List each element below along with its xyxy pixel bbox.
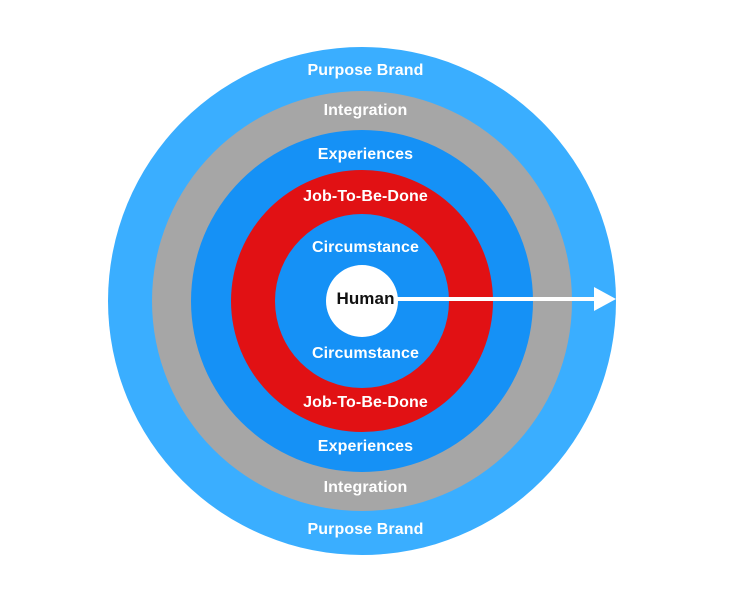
label-integration-bottom: Integration <box>323 479 408 496</box>
label-job-to-be-done-top: Job-To-Be-Done <box>303 188 428 205</box>
label-circumstance-bottom: Circumstance <box>311 345 420 362</box>
label-integration-top: Integration <box>323 102 408 119</box>
label-purpose-brand-bottom: Purpose Brand <box>307 521 424 538</box>
label-experiences-bottom: Experiences <box>317 438 414 455</box>
label-job-to-be-done-bottom: Job-To-Be-Done <box>303 394 428 411</box>
label-purpose-brand-top: Purpose Brand <box>307 62 424 79</box>
label-human: Human <box>336 289 395 308</box>
human-center-circle <box>326 265 398 337</box>
label-circumstance-top: Circumstance <box>311 239 420 256</box>
label-experiences-top: Experiences <box>317 146 414 163</box>
